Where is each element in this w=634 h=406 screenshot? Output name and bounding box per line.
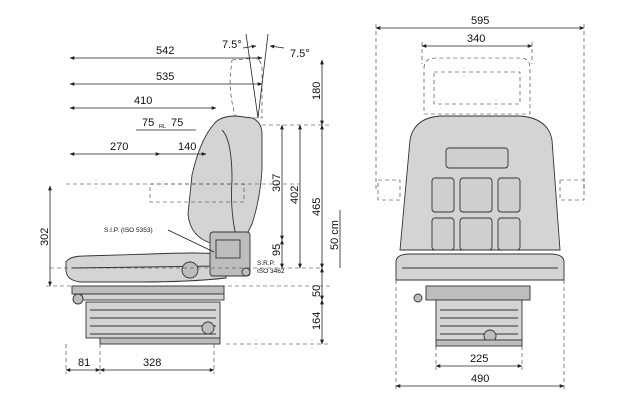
angle-line-right: [257, 33, 269, 119]
front-view: 595 340 225 490: [375, 15, 585, 390]
dim-270: 270: [110, 141, 128, 153]
front-panel-top: [445, 147, 509, 169]
front-headrest-outline: [423, 57, 531, 115]
suspension-bellows: [90, 309, 216, 335]
seat-pivot: [181, 261, 199, 279]
dim-75-left: 75: [142, 117, 154, 129]
dim-535: 535: [156, 71, 174, 83]
angle-arrow-left: [242, 44, 257, 49]
dim-490: 490: [471, 373, 489, 385]
front-seat-cushion: [395, 253, 565, 281]
front-panel-2: [459, 177, 493, 213]
backrest: [187, 115, 263, 245]
dim-542: 542: [156, 45, 174, 57]
extension-lines-225: [435, 346, 523, 370]
sip-label: S.I.P. (ISO 5353): [104, 227, 153, 234]
dim-95: 95: [271, 244, 283, 256]
dim-225: 225: [470, 353, 488, 365]
front-armrest-left: [377, 179, 401, 201]
dim-340: 340: [467, 33, 485, 45]
front-suspension-base: [435, 339, 523, 347]
dim-402: 402: [289, 186, 301, 204]
front-panel-1: [431, 177, 455, 213]
srp-label-1: S.R.P.: [257, 260, 275, 267]
suspension-base: [99, 337, 221, 345]
slide-rail: [81, 293, 225, 301]
dim-595: 595: [471, 15, 489, 27]
dim-465: 465: [311, 198, 323, 216]
angle-left-label: 7.5°: [222, 39, 242, 51]
seat-base-plate: [71, 285, 225, 295]
front-armrest-right: [559, 179, 585, 201]
headrest-outline: [229, 57, 263, 119]
extension-lines-bottom: [65, 344, 215, 374]
front-panel-6: [497, 217, 521, 251]
front-headrest-inner: [433, 71, 521, 105]
extension-lines-490: [395, 280, 565, 390]
front-suspension: [435, 299, 523, 341]
front-rail-knob: [413, 293, 423, 303]
dim-302: 302: [39, 228, 51, 246]
dim-328: 328: [143, 357, 161, 369]
mechanism-detail: [215, 239, 241, 259]
front-suspension-bellows: [440, 309, 518, 335]
front-panel-3: [497, 177, 521, 213]
extension-lines-340: [421, 42, 533, 64]
front-panel-5: [459, 217, 493, 251]
srp-label-2: ISO 3462: [257, 268, 285, 275]
dim-410: 410: [134, 95, 152, 107]
front-seat-base: [425, 285, 531, 301]
dim-75-right: 75: [171, 117, 183, 129]
dim-81: 81: [78, 357, 90, 369]
side-view: 7.5° 7.5° 542 535 410 75 RL 75 270 140 1…: [39, 33, 341, 374]
dim-164: 164: [311, 312, 323, 330]
dim-50: 50: [311, 285, 323, 297]
dim-rl: RL: [159, 124, 166, 130]
dim-140: 140: [178, 141, 196, 153]
rail-knob: [72, 293, 84, 305]
dim-180: 180: [311, 82, 323, 100]
adjust-knob: [241, 267, 251, 277]
armrest-outline: [149, 183, 245, 203]
sip-leader: [167, 229, 215, 253]
angle-line-left: [245, 33, 259, 119]
angle-arrow-right: [269, 44, 285, 49]
dim-50cm: 50 cm: [329, 220, 341, 250]
weight-adjust-knob: [201, 321, 215, 335]
angle-right-label: 7.5°: [290, 48, 310, 60]
front-panel-4: [431, 217, 455, 251]
backrest-seam: [221, 129, 237, 237]
suspension-unit: [85, 301, 221, 339]
dim-307: 307: [271, 174, 283, 192]
